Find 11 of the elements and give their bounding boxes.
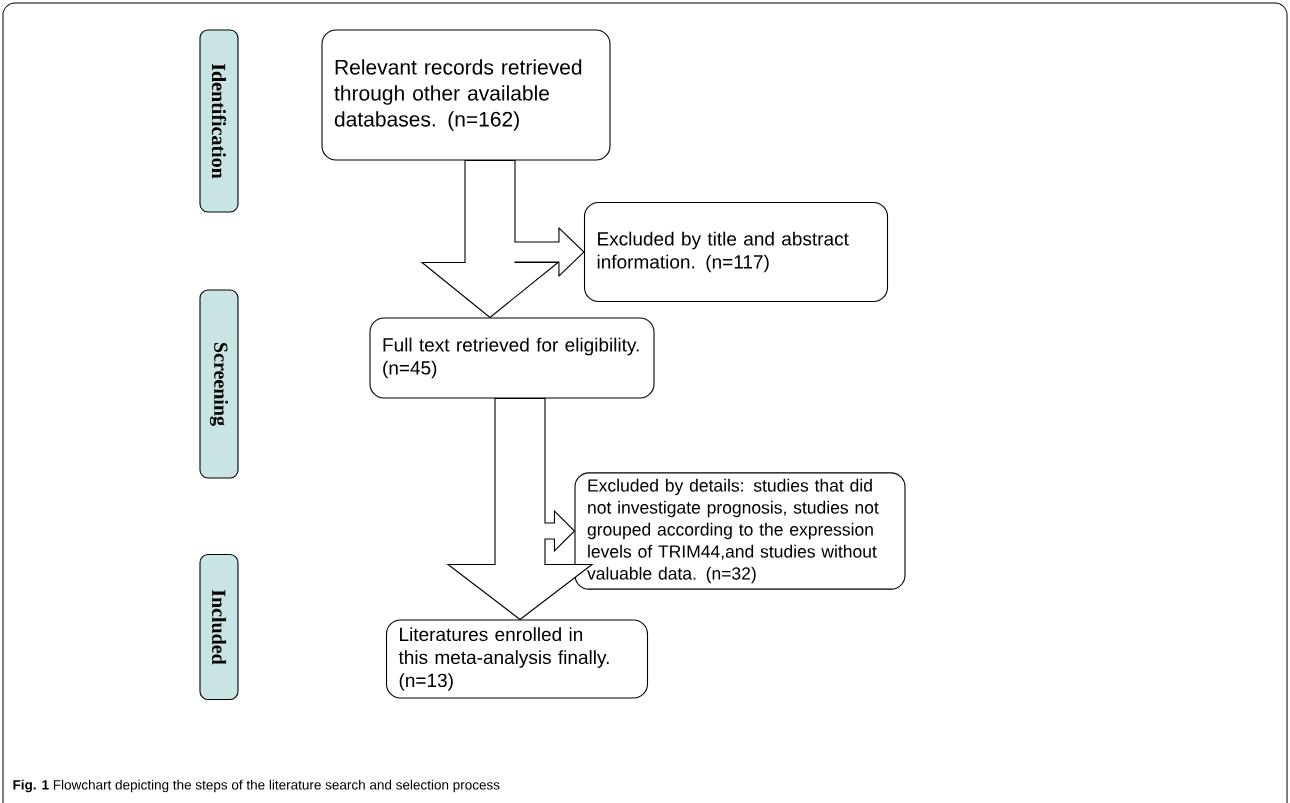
process-box: Full text retrieved for eligibility. (n=45) [369,317,655,399]
stage-label-band: Identification [199,29,239,213]
stage-label-band: Included [199,553,239,701]
figure-caption: Fig. 1 Flowchart depicting the steps of the literature search and selection process [13,779,500,793]
process-box: Literatures enrolled in this meta-analysis finally. (n=13) [385,619,649,699]
process-box: Excluded by details: studies that did not investigate prognosis, studies not grouped according to the expression levels of TRIM44,and studies without valuable data. (n=32) [574,472,906,590]
block-arrow [446,398,594,621]
stage-label-band: Screening [199,289,239,479]
process-box: Excluded by title and abstract information. (n=117) [583,201,889,303]
process-box: Relevant records retrieved through other available databases. (n=162) [321,29,611,161]
block-arrow [420,160,585,319]
